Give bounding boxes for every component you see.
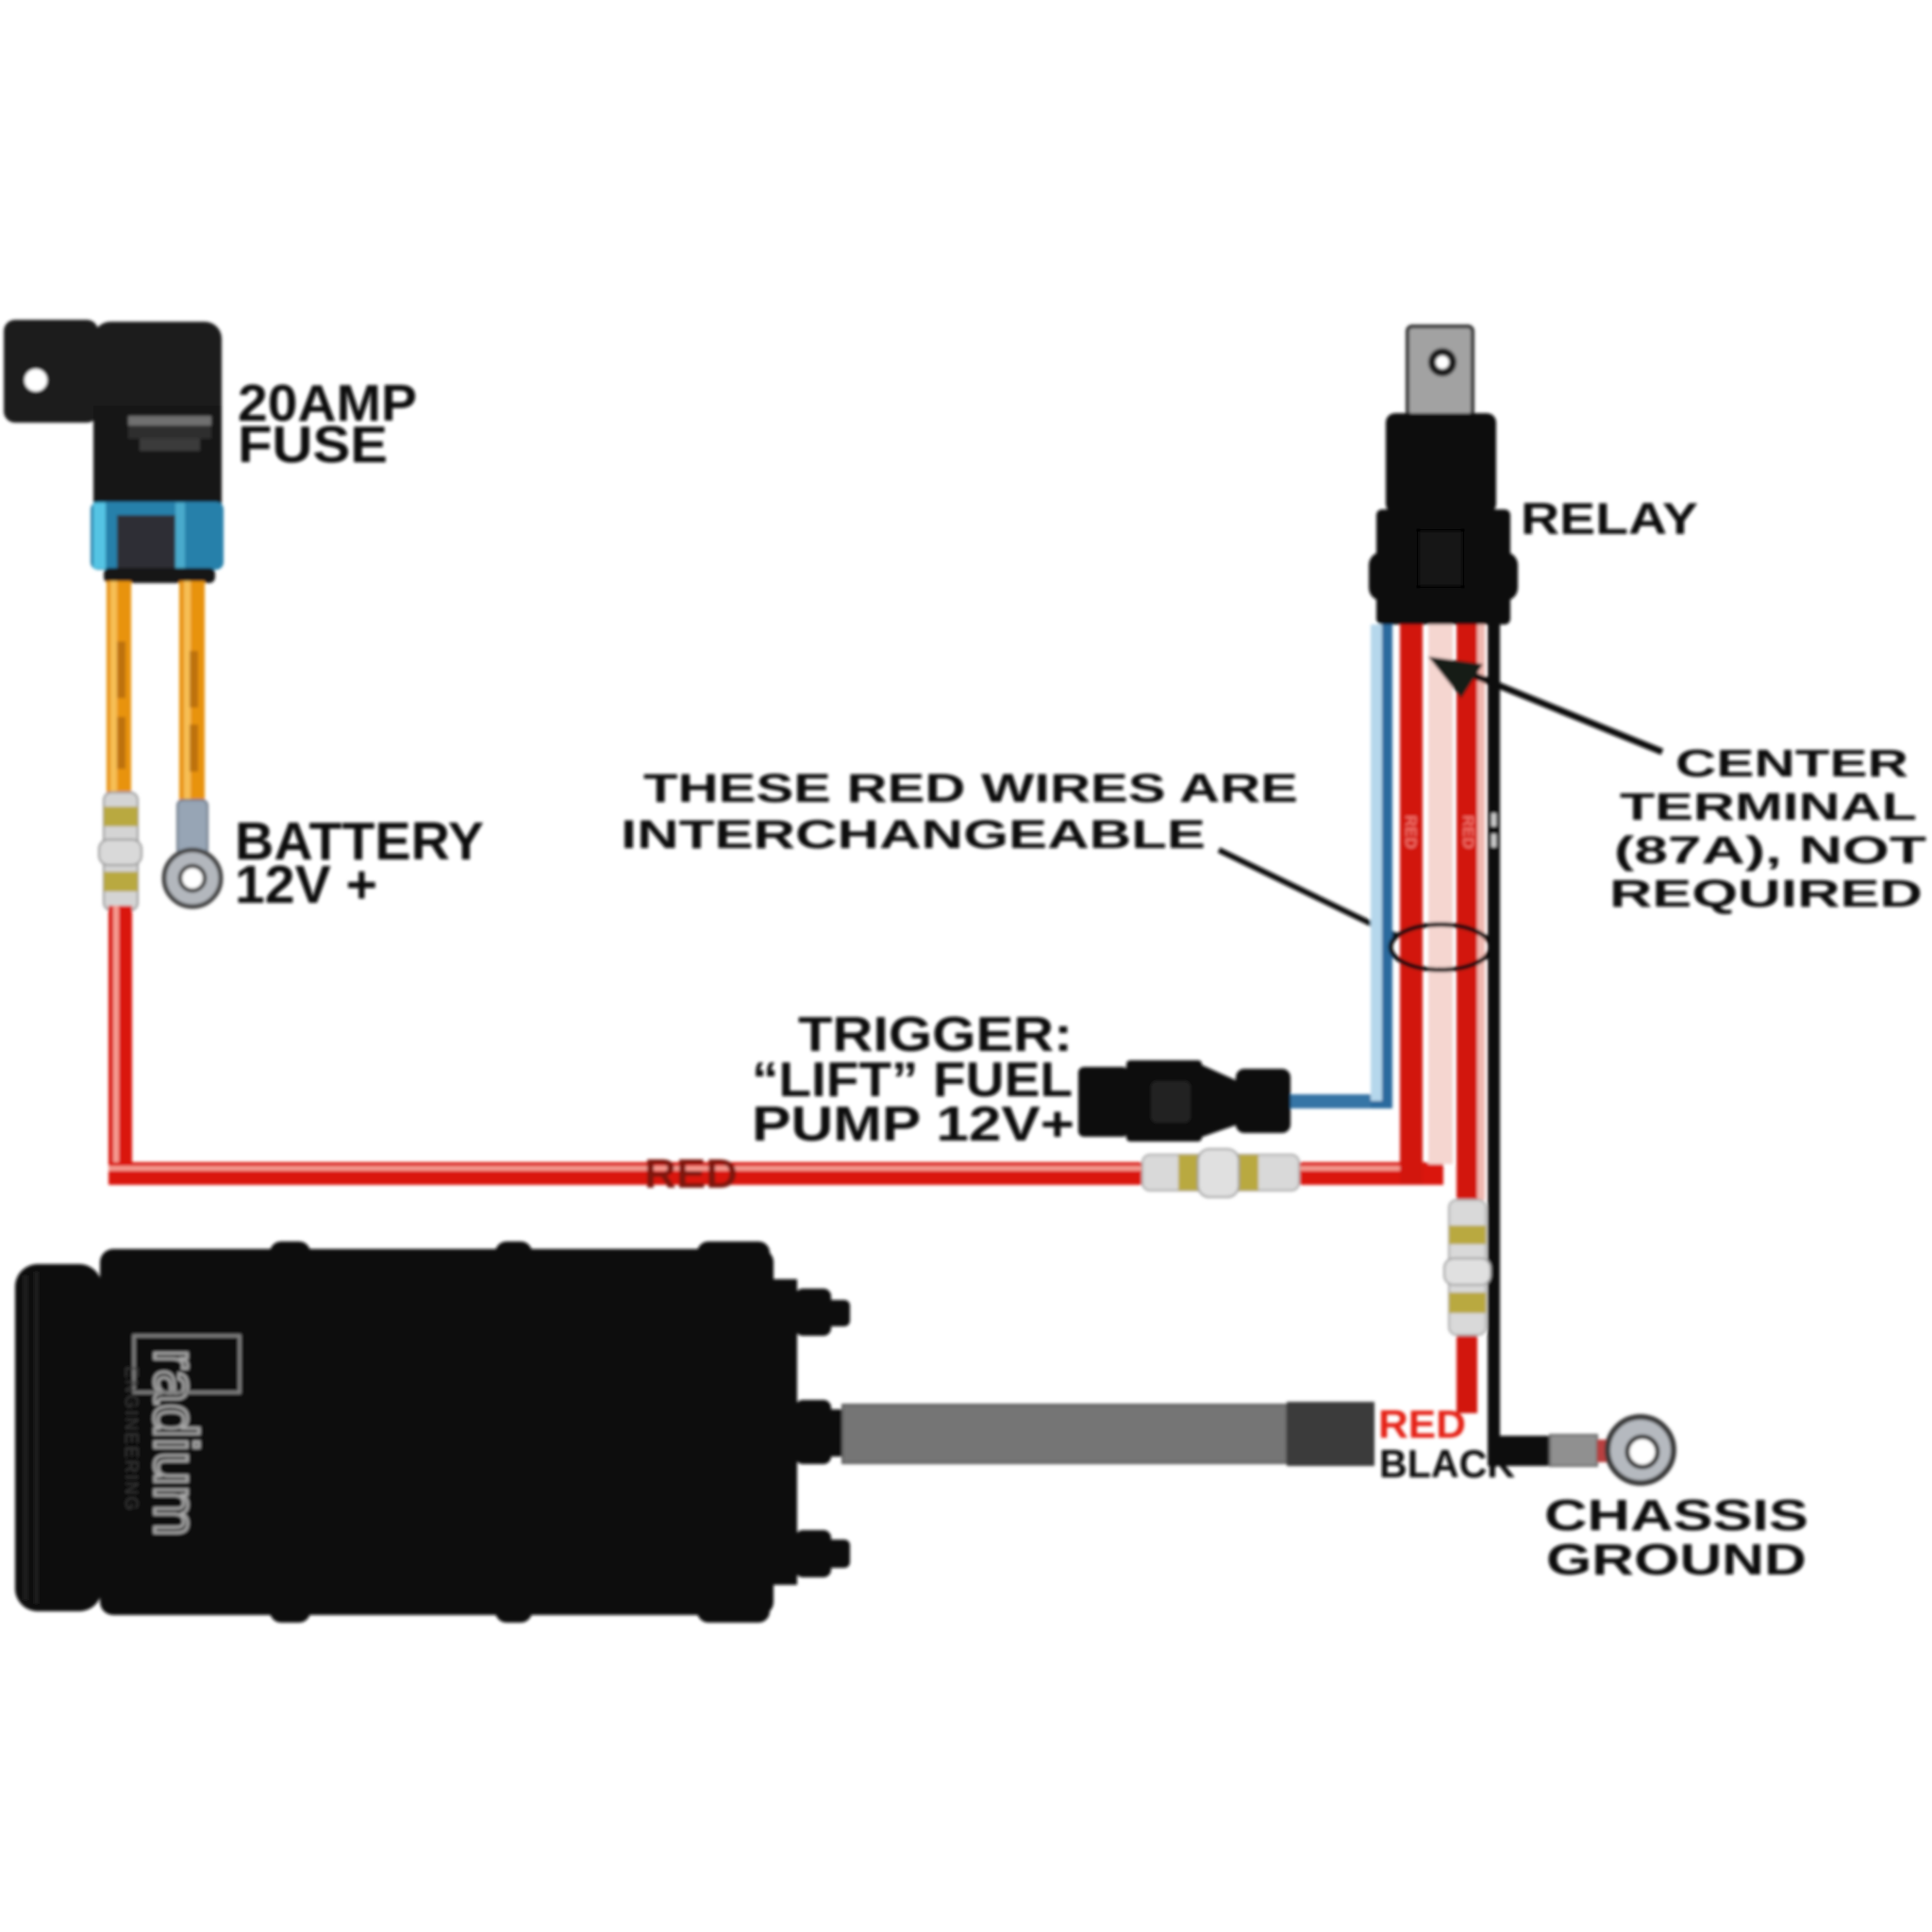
svg-text:RED: RED	[1402, 815, 1420, 849]
svg-text:REQUIRED: REQUIRED	[1609, 872, 1923, 915]
svg-text:FUSE: FUSE	[238, 415, 388, 474]
svg-text:RELAY: RELAY	[1521, 493, 1698, 543]
svg-text:CENTER: CENTER	[1675, 741, 1908, 785]
svg-text:radium: radium	[142, 1349, 210, 1537]
svg-text:20AMP: 20AMP	[238, 374, 417, 432]
svg-text:RED: RED	[644, 1151, 738, 1197]
svg-text:GROUND: GROUND	[1546, 1535, 1807, 1584]
svg-text:TERMINAL: TERMINAL	[1620, 785, 1917, 828]
svg-text:THESE RED WIRES ARE: THESE RED WIRES ARE	[643, 766, 1298, 811]
svg-text:RED: RED	[1459, 815, 1477, 849]
svg-text:“LIFT” FUEL: “LIFT” FUEL	[752, 1053, 1073, 1108]
svg-text:CHASSIS: CHASSIS	[1544, 1491, 1808, 1540]
svg-text:RED: RED	[1378, 1402, 1466, 1446]
svg-text:INTERCHANGEABLE: INTERCHANGEABLE	[621, 812, 1206, 858]
svg-text:12V +: 12V +	[235, 855, 377, 915]
svg-text:(87A), NOT: (87A), NOT	[1614, 828, 1926, 872]
svg-text:BATTERY: BATTERY	[235, 811, 484, 872]
svg-text:TRIGGER:: TRIGGER:	[798, 1008, 1073, 1062]
svg-text:ENGINEERING: ENGINEERING	[121, 1366, 141, 1512]
svg-text:PUMP 12V+: PUMP 12V+	[752, 1097, 1074, 1152]
